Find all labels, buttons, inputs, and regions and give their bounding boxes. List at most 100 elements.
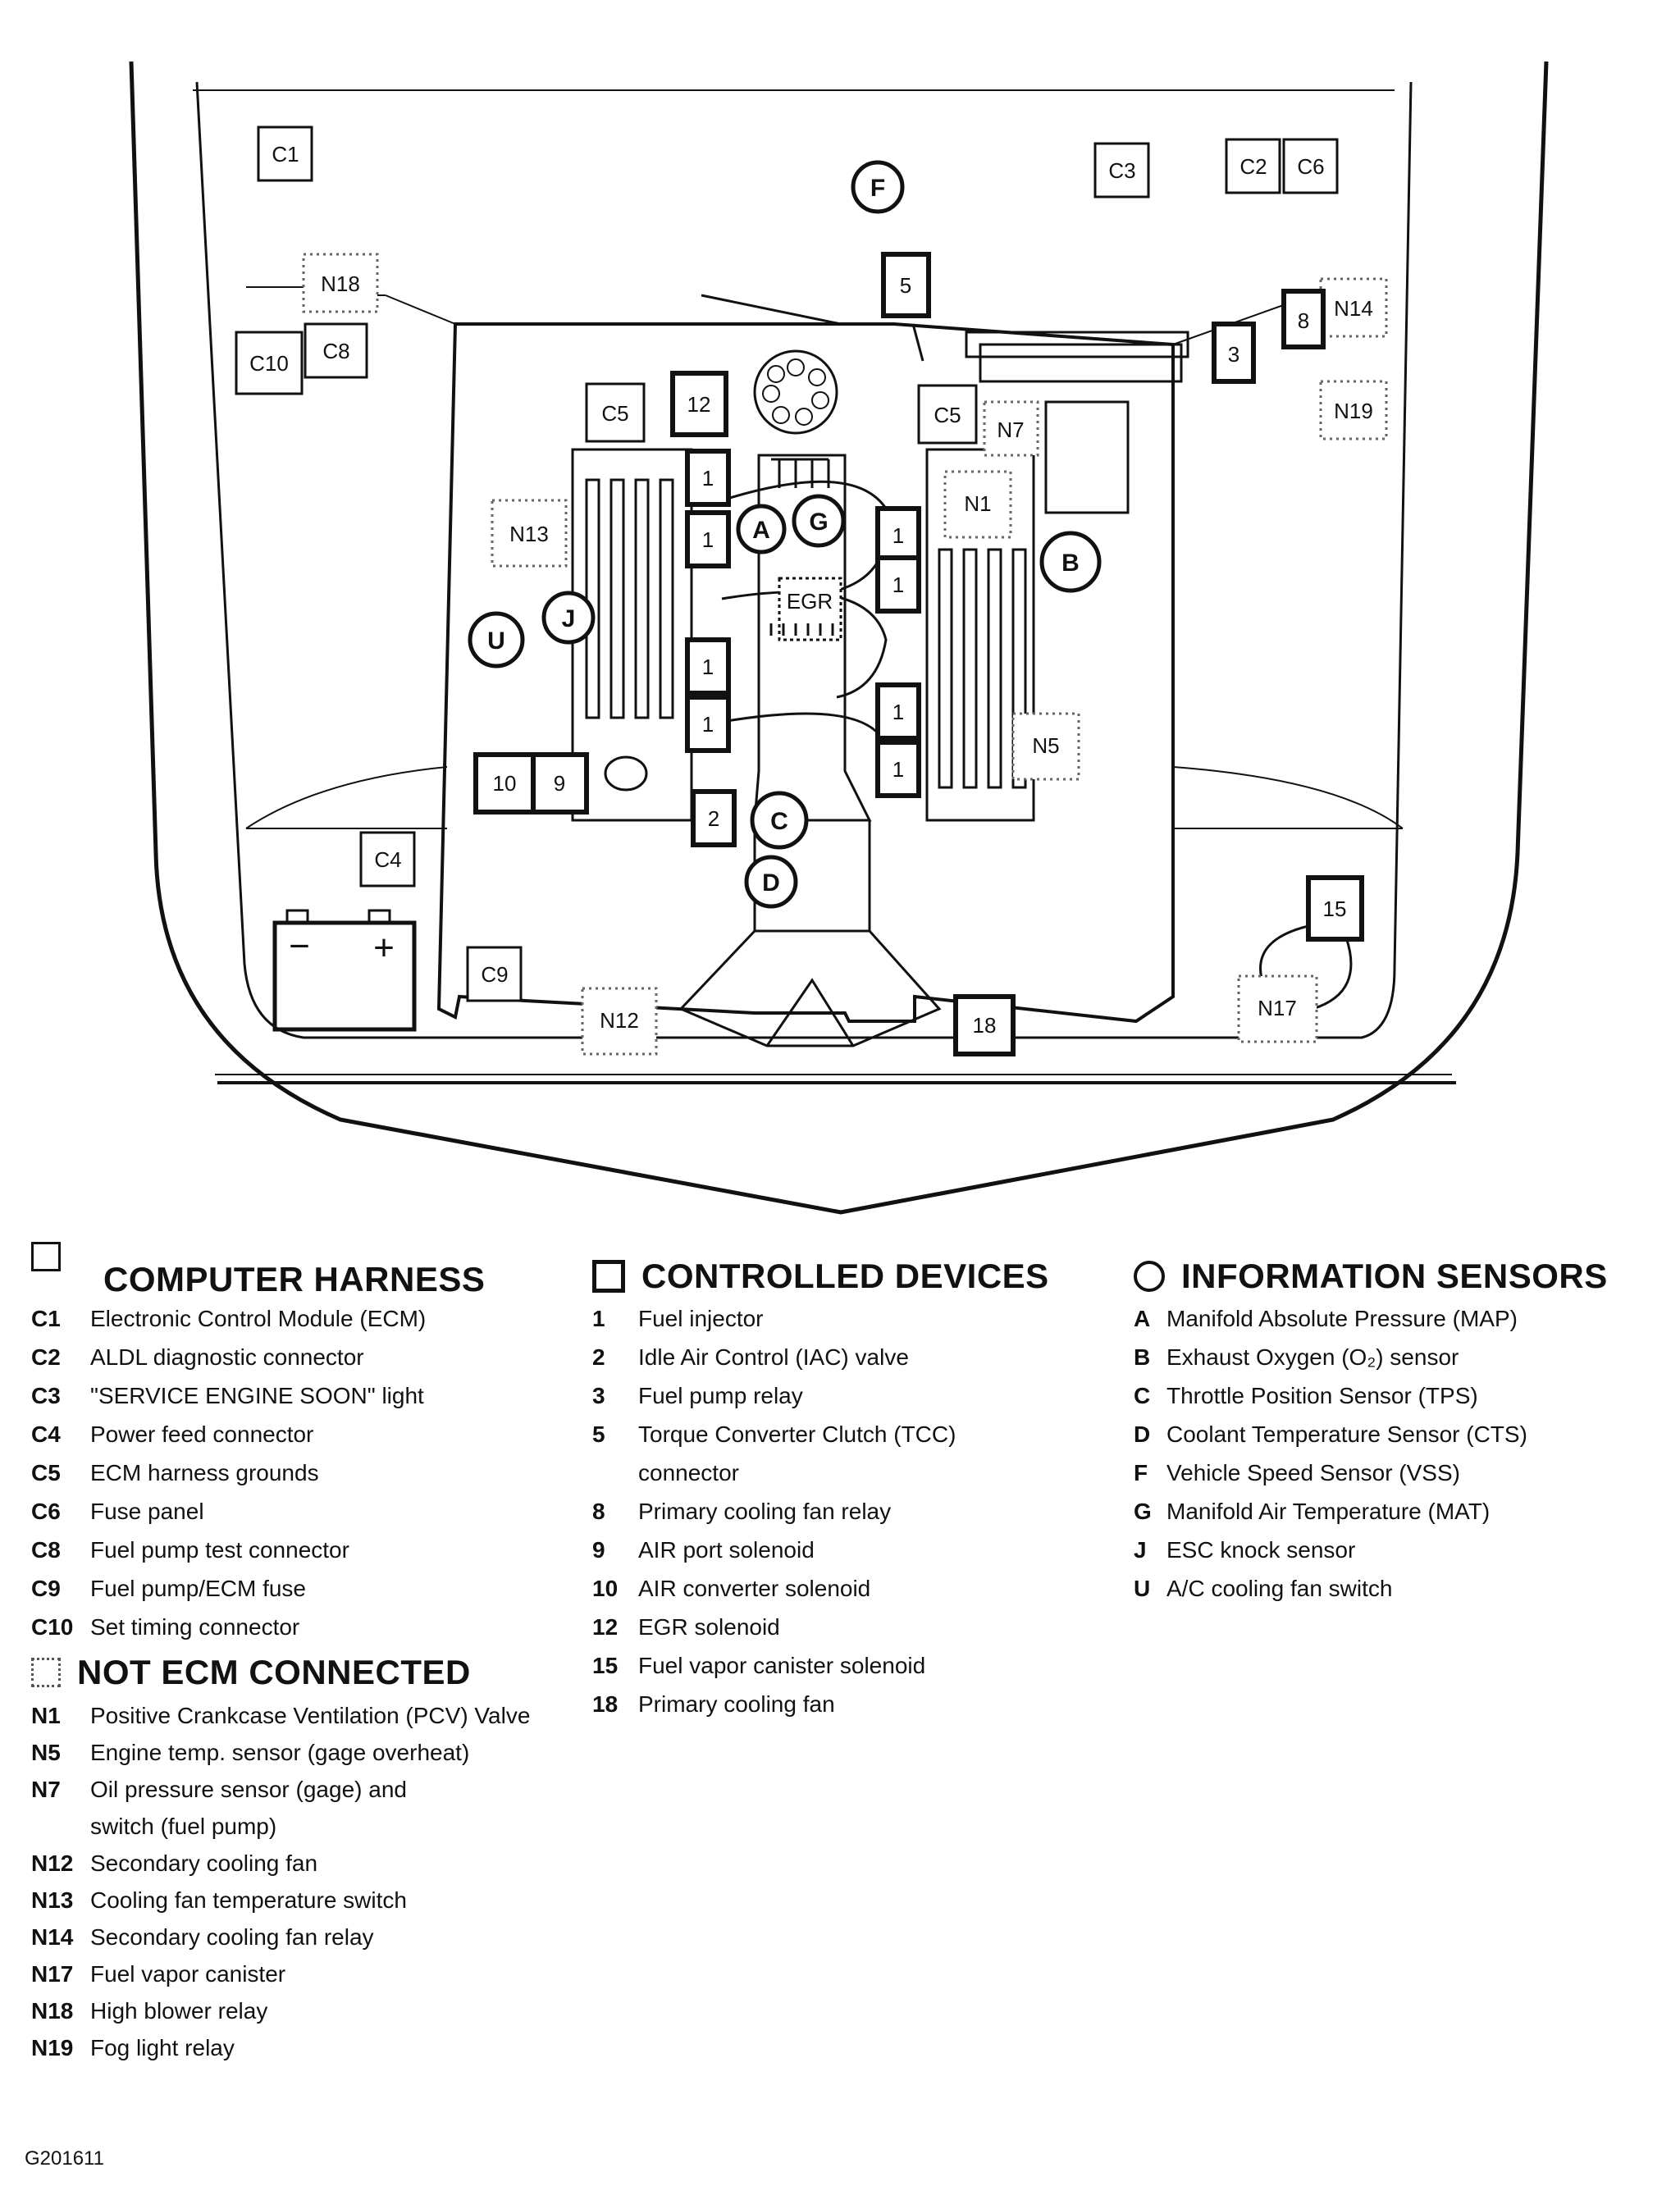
compartment-outline — [195, 81, 1413, 1039]
legend-item: 18 Primary cooling fan — [592, 1685, 1049, 1723]
engine-compartment-diagram: C1 C3 C2 C6 C8 C10 C5 C5 C4 C9 N18 N14 N… — [129, 61, 1549, 1215]
label-device-12: 12 — [687, 392, 711, 417]
item-code: 18 — [592, 1691, 619, 1717]
item-code: 10 — [592, 1576, 619, 1601]
item-text: AIR port solenoid — [638, 1537, 815, 1563]
bold-square-symbol-icon — [592, 1260, 625, 1293]
item-text: Torque Converter Clutch (TCC) connector — [638, 1421, 956, 1485]
label-injector-1c: 1 — [892, 523, 904, 548]
item-code: 9 — [592, 1537, 605, 1563]
not-ecm-labels: N18 N14 N19 N7 N1 N13 N5 N12 N17 — [321, 272, 1373, 1033]
item-text: Fuel pump relay — [638, 1383, 803, 1408]
item-code: N14 — [31, 1924, 74, 1950]
item-code: C3 — [31, 1383, 61, 1408]
figure-id: G201611 — [25, 2147, 104, 2170]
legend-title: NOT ECM CONNECTED — [77, 1653, 471, 1691]
item-text: Fuse panel — [90, 1499, 204, 1524]
label-sensor-U: U — [487, 627, 505, 655]
label-N17: N17 — [1258, 996, 1297, 1020]
label-device-8: 8 — [1298, 308, 1309, 333]
battery — [272, 920, 417, 1032]
label-N5: N5 — [1032, 733, 1059, 758]
item-text: High blower relay — [90, 1998, 268, 2024]
item-text: Manifold Absolute Pressure (MAP) — [1166, 1306, 1518, 1331]
item-code: U — [1134, 1576, 1151, 1601]
label-N13: N13 — [509, 522, 549, 546]
item-code: 8 — [592, 1499, 605, 1524]
label-C2: C2 — [1239, 154, 1267, 179]
label-device-18: 18 — [973, 1013, 997, 1038]
item-code: F — [1134, 1460, 1148, 1485]
item-code: N5 — [31, 1740, 61, 1765]
item-text: ECM harness grounds — [90, 1460, 319, 1485]
item-text: ALDL diagnostic connector — [90, 1344, 364, 1370]
item-text: Secondary cooling fan — [90, 1850, 318, 1876]
label-device-10: 10 — [493, 771, 517, 796]
item-code: N7 — [31, 1777, 61, 1802]
legend-heading: COMPUTER HARNESS — [31, 1237, 485, 1298]
label-N12: N12 — [600, 1008, 639, 1033]
battery-positive: + — [373, 928, 395, 968]
label-sensor-G: G — [809, 509, 828, 536]
item-text: Electronic Control Module (ECM) — [90, 1306, 427, 1331]
legend-title: INFORMATION SENSORS — [1181, 1257, 1608, 1295]
item-text: Oil pressure sensor (gage) and switch (f… — [90, 1777, 407, 1839]
legend-item: 1 Fuel injector — [592, 1299, 1049, 1338]
item-text: Power feed connector — [90, 1421, 314, 1447]
label-device-15: 15 — [1323, 897, 1347, 921]
item-text: Positive Crankcase Ventilation (PCV) Val… — [90, 1703, 531, 1728]
battery-negative: − — [289, 926, 310, 966]
label-injector-1d: 1 — [892, 573, 904, 597]
item-text: "SERVICE ENGINE SOON" light — [90, 1383, 424, 1408]
item-code: N17 — [31, 1961, 74, 1987]
item-code: N1 — [31, 1703, 61, 1728]
item-code: 2 — [592, 1344, 605, 1370]
item-code: C — [1134, 1383, 1151, 1408]
item-text: Primary cooling fan — [638, 1691, 835, 1717]
legend-heading: INFORMATION SENSORS — [1134, 1257, 1608, 1296]
label-egr: EGR — [787, 589, 833, 614]
legend-item: 9 AIR port solenoid — [592, 1531, 1049, 1569]
label-injector-1g: 1 — [892, 700, 904, 724]
legend-title: COMPUTER HARNESS — [103, 1260, 486, 1298]
legend-item: C Throttle Position Sensor (TPS) — [1134, 1376, 1608, 1415]
item-text: Throttle Position Sensor (TPS) — [1166, 1383, 1478, 1408]
label-sensor-C: C — [770, 808, 788, 835]
item-code: N13 — [31, 1887, 74, 1913]
label-N19: N19 — [1334, 399, 1373, 423]
legend-item: N5 Engine temp. sensor (gage overheat) — [31, 1734, 550, 1771]
item-text: Fuel vapor canister solenoid — [638, 1653, 926, 1678]
label-C5-left: C5 — [601, 401, 628, 426]
legend-title: CONTROLLED DEVICES — [641, 1257, 1049, 1295]
item-code: C2 — [31, 1344, 61, 1370]
legend-heading: CONTROLLED DEVICES — [592, 1257, 1049, 1296]
item-text: Manifold Air Temperature (MAT) — [1166, 1499, 1491, 1524]
item-text: Fuel injector — [638, 1306, 764, 1331]
label-device-5: 5 — [900, 273, 911, 298]
computer-harness-labels: C1 C3 C2 C6 C8 C10 C5 C5 C4 C9 — [249, 142, 1324, 987]
label-injector-1h: 1 — [892, 757, 904, 782]
item-text: Engine temp. sensor (gage overheat) — [90, 1740, 470, 1765]
legend-heading: NOT ECM CONNECTED — [31, 1653, 550, 1692]
item-code: 1 — [592, 1306, 605, 1331]
item-text: Fog light relay — [90, 2035, 235, 2060]
label-injector-1a: 1 — [702, 466, 714, 491]
